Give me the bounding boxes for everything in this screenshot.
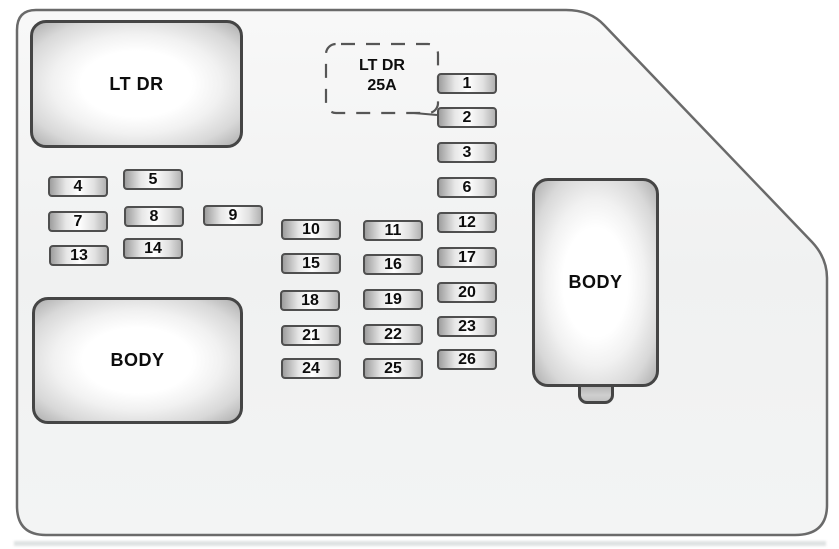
- fuse-6: 6: [437, 177, 497, 198]
- fuse-19: 19: [363, 289, 423, 310]
- fuse-8: 8: [124, 206, 184, 227]
- fuse-20: 20: [437, 282, 497, 303]
- fuse-slot-connector-line: [413, 112, 438, 116]
- fuse-13: 13: [49, 245, 109, 266]
- fuse-26: 26: [437, 349, 497, 370]
- relay-block-body-left: BODY: [32, 297, 243, 424]
- fuse-18: 18: [280, 290, 340, 311]
- relay-block-body-right-label: BODY: [568, 272, 623, 292]
- fuse-10: 10: [281, 219, 341, 240]
- fuse-24: 24: [281, 358, 341, 379]
- fuse-17: 17: [437, 247, 497, 268]
- fuse-slot-label-line2: 25A: [367, 77, 397, 94]
- fuse-2: 2: [437, 107, 497, 128]
- relay-block-body-right: BODY: [532, 178, 659, 387]
- fuse-4: 4: [48, 176, 108, 197]
- fuse-21: 21: [281, 325, 341, 346]
- fuse-slot-lt-dr-25a: LT DR 25A: [326, 56, 438, 96]
- fuse-14: 14: [123, 238, 183, 259]
- fuse-3: 3: [437, 142, 497, 163]
- fuse-9: 9: [203, 205, 263, 226]
- fuse-16: 16: [363, 254, 423, 275]
- relay-block-lt-dr-label: LT DR: [109, 73, 164, 94]
- fuse-slot-label-line1: LT DR: [359, 57, 405, 74]
- fuse-15: 15: [281, 253, 341, 274]
- panel-shadow: [14, 541, 826, 546]
- fuse-5: 5: [123, 169, 183, 190]
- fuse-11: 11: [363, 220, 423, 241]
- fuse-12: 12: [437, 212, 497, 233]
- fuse-23: 23: [437, 316, 497, 337]
- fuse-22: 22: [363, 324, 423, 345]
- relay-block-body-left-label: BODY: [110, 350, 165, 370]
- fuse-25: 25: [363, 358, 423, 379]
- fuse-7: 7: [48, 211, 108, 232]
- relay-block-lt-dr: LT DR: [30, 20, 243, 148]
- fuse-1: 1: [437, 73, 497, 94]
